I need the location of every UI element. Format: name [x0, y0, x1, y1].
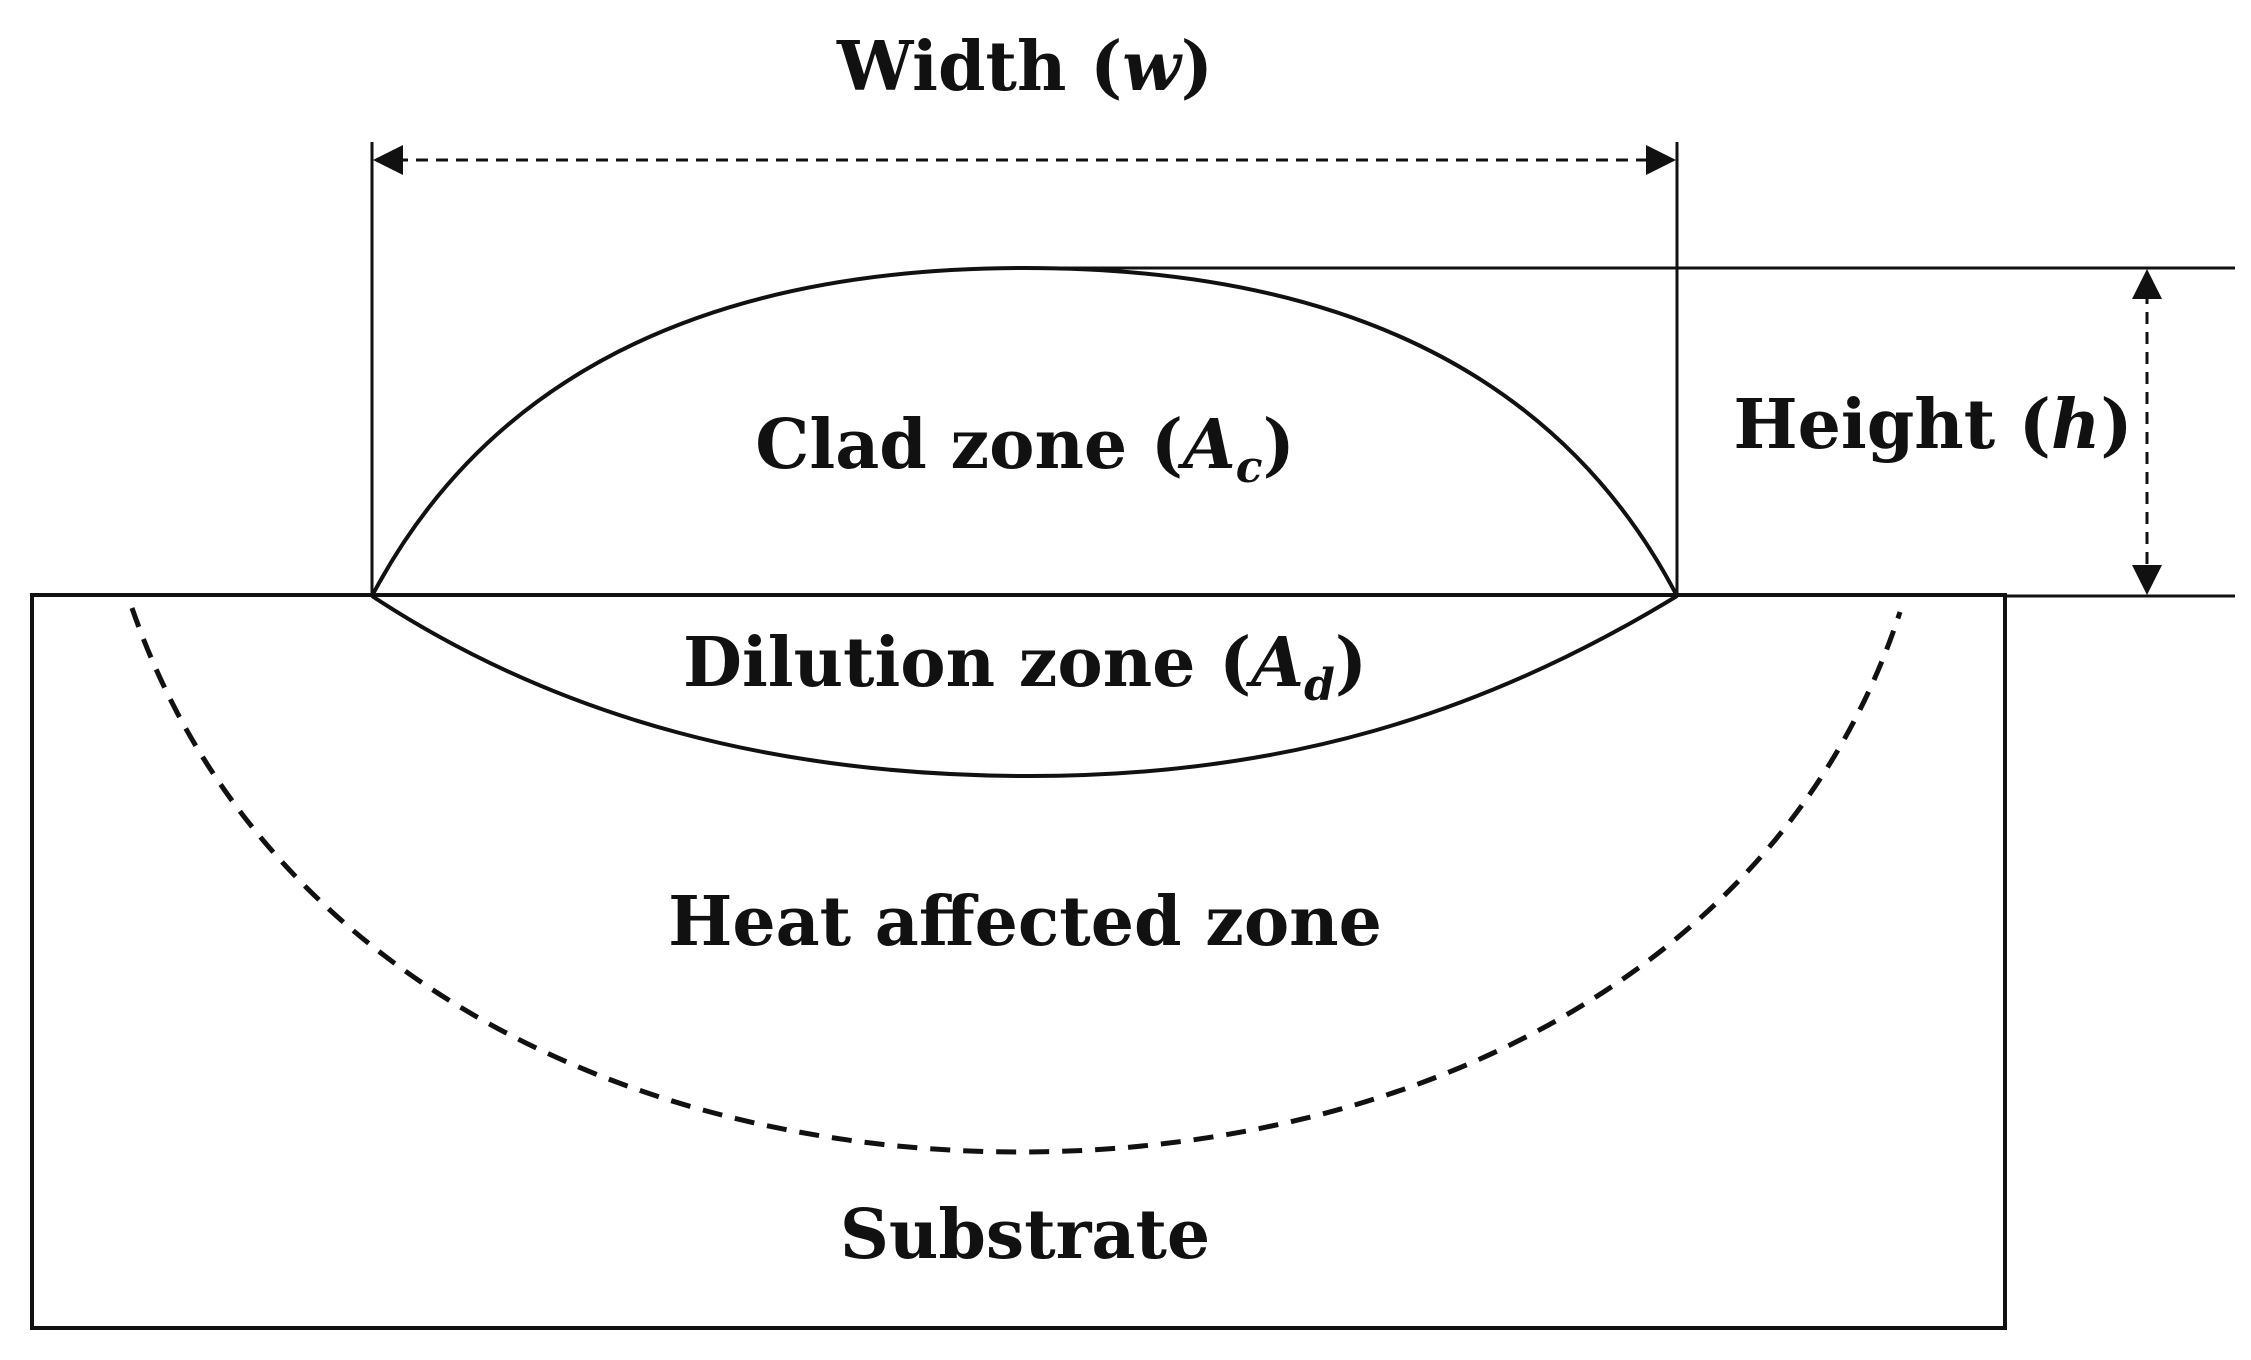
clad-zone-label: Clad zone (Ac) — [755, 405, 1295, 493]
heat-affected-zone-boundary — [129, 607, 1903, 1155]
substrate-label: Substrate — [840, 1195, 1210, 1275]
heat-affected-zone-label: Heat affected zone — [668, 882, 1382, 962]
height-label: Height (h) — [1733, 385, 2132, 465]
dilution-zone-label: Dilution zone (Ad) — [683, 623, 1367, 711]
dilution-zone-boundary — [370, 594, 1679, 779]
width-label: Width (w) — [836, 27, 1213, 107]
substrate-block — [30, 593, 2007, 1330]
